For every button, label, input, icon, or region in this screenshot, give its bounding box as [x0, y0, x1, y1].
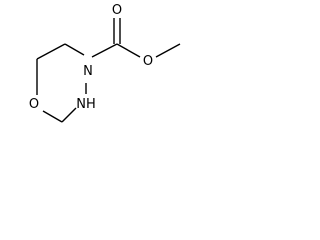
bond-ester-oxygen-methyl: [155, 43, 181, 58]
bond-ring-c6-n4: [64, 43, 85, 56]
bond-n4-carbonyl-carbon: [91, 43, 118, 58]
ester-oxygen-label: O: [143, 54, 153, 69]
bond-carbonyl-carbon-ester-oxygen: [116, 43, 141, 58]
structure-diagram: O N NH O O: [29, 3, 181, 123]
bond-ring-c2-o1: [42, 110, 63, 123]
bond-ring-c5-c6: [36, 43, 66, 60]
ring-nh-label: NH: [76, 97, 96, 112]
ring-nitrogen-label: N: [83, 64, 93, 79]
bond-ring-n3-c2: [61, 107, 77, 123]
ring-oxygen-label: O: [29, 97, 39, 112]
carbonyl-oxygen-label: O: [112, 3, 122, 18]
